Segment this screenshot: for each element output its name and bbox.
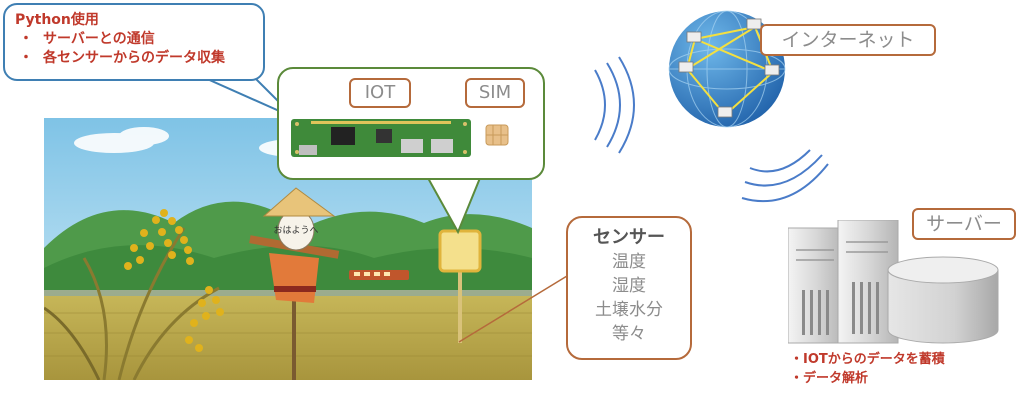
python-callout: Python使用 ・サーバーとの通信 ・各センサーからのデータ収集: [3, 3, 265, 81]
signal-waves-bottom: [741, 149, 829, 203]
sensor-title: センサー: [593, 227, 665, 248]
signal-waves-top: [594, 56, 635, 154]
server-note: ・IOTからのデータを蓄積: [790, 352, 945, 367]
train-icon: [349, 270, 409, 280]
python-callout-item: ・各センサーからのデータ収集: [19, 50, 225, 66]
iot-label: IOT: [349, 78, 411, 108]
sensor-device-icon: [438, 229, 482, 343]
sensor-item: 温度: [612, 252, 646, 272]
server-notes: ・IOTからのデータを蓄積 ・データ解析: [790, 350, 945, 388]
sim-label: SIM: [465, 78, 525, 108]
sensor-item: 等々: [612, 324, 646, 344]
board-icon: [291, 119, 471, 157]
sensor-callout: センサー 温度 湿度 土壌水分 等々: [566, 216, 692, 360]
server-icon: [788, 220, 999, 344]
server-label: サーバー: [912, 208, 1016, 240]
sensor-leader-line: [458, 275, 568, 343]
scarecrow-face-text: おはようへ: [273, 225, 318, 236]
sensor-item: 土壌水分: [595, 300, 663, 320]
scarecrow-icon: おはようへ: [249, 187, 340, 380]
iot-bubble: IOT SIM: [277, 67, 545, 180]
rice-plant-icon: [44, 209, 224, 380]
globe-icon: [668, 10, 786, 128]
iot-bubble-tail: [426, 176, 482, 235]
sim-card-icon: [485, 124, 509, 146]
python-callout-item: ・サーバーとの通信: [19, 31, 155, 47]
python-callout-title: Python使用: [15, 12, 99, 28]
internet-label: インターネット: [760, 24, 936, 56]
sensor-item: 湿度: [612, 276, 646, 296]
server-note: ・データ解析: [790, 371, 869, 386]
